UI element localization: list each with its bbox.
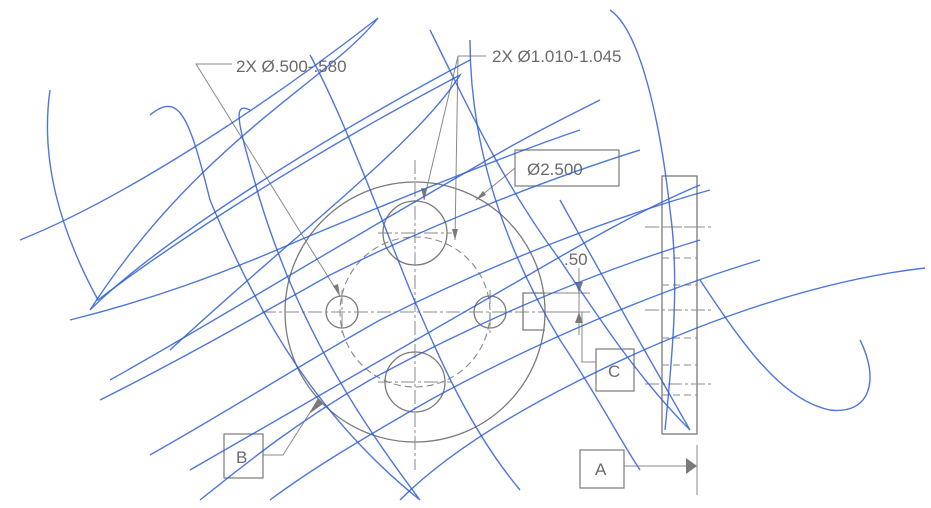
leaders (195, 55, 698, 495)
side-view (645, 175, 712, 435)
scribble-overlay (19, 9, 926, 501)
side-profile (661, 175, 698, 435)
datum-a-box (579, 449, 625, 489)
small-holes-leader (195, 63, 341, 297)
datum-b-label: B (236, 448, 247, 467)
small-holes-callout: 2X Ø.500-.580 (236, 57, 347, 76)
datum-a-label: A (595, 460, 607, 479)
datum-c-leader (581, 312, 596, 363)
datum-b-leader (263, 402, 317, 456)
offset-callout: .50 (564, 250, 588, 269)
datum-c-label: C (608, 362, 620, 381)
datum-c-box (595, 348, 635, 392)
large-holes-callout: 2X Ø1.010-1.045 (492, 47, 621, 66)
bolt-circle-box (514, 149, 620, 187)
front-view (262, 160, 565, 470)
bolt-circle-callout: Ø2.500 (527, 160, 583, 179)
